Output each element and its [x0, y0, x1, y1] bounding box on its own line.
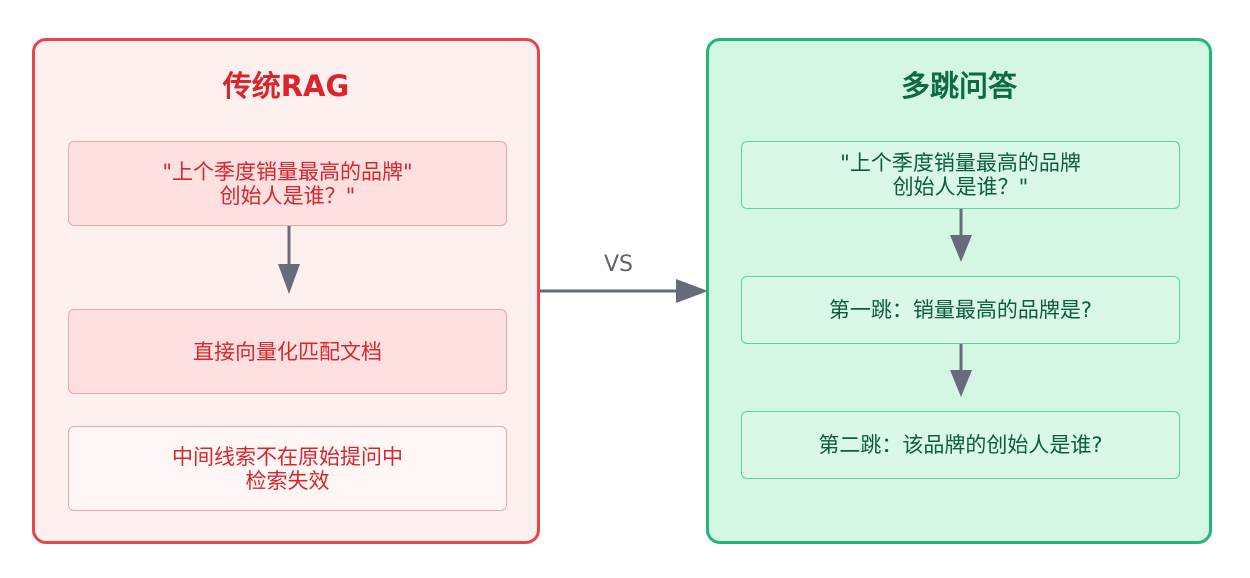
left-arrow-1: [278, 226, 300, 294]
right-arrow-1: [950, 209, 972, 262]
right-node-question-text: "上个季度销量最高的品牌 创始人是谁？": [840, 151, 1081, 199]
traditional-rag-panel: 传统RAG "上个季度销量最高的品牌" 创始人是谁？" 直接向量化匹配文档 中间…: [32, 38, 540, 544]
left-node-vector-match-text: 直接向量化匹配文档: [193, 339, 382, 364]
left-node-failure: 中间线索不在原始提问中 检索失效: [68, 426, 507, 511]
left-node-failure-text: 中间线索不在原始提问中 检索失效: [172, 444, 403, 493]
multi-hop-qa-panel: 多跳问答 "上个季度销量最高的品牌 创始人是谁？" 第一跳：销量最高的品牌是? …: [706, 38, 1212, 544]
right-node-hop-2-text: 第二跳：该品牌的创始人是谁?: [818, 433, 1103, 457]
right-node-question: "上个季度销量最高的品牌 创始人是谁？": [741, 141, 1180, 209]
right-node-hop-1-text: 第一跳：销量最高的品牌是?: [828, 298, 1093, 322]
left-node-question: "上个季度销量最高的品牌" 创始人是谁？": [68, 141, 507, 226]
right-node-hop-2: 第二跳：该品牌的创始人是谁?: [741, 411, 1180, 479]
vs-label: VS: [604, 252, 634, 277]
left-node-vector-match: 直接向量化匹配文档: [68, 309, 507, 394]
multi-hop-qa-title: 多跳问答: [900, 69, 1017, 103]
traditional-rag-title: 传统RAG: [222, 69, 350, 103]
vs-connector-arrow: [540, 279, 708, 303]
right-node-hop-1: 第一跳：销量最高的品牌是?: [741, 276, 1180, 344]
right-arrow-2: [950, 344, 972, 397]
left-node-question-text: "上个季度销量最高的品牌" 创始人是谁？": [162, 159, 413, 208]
